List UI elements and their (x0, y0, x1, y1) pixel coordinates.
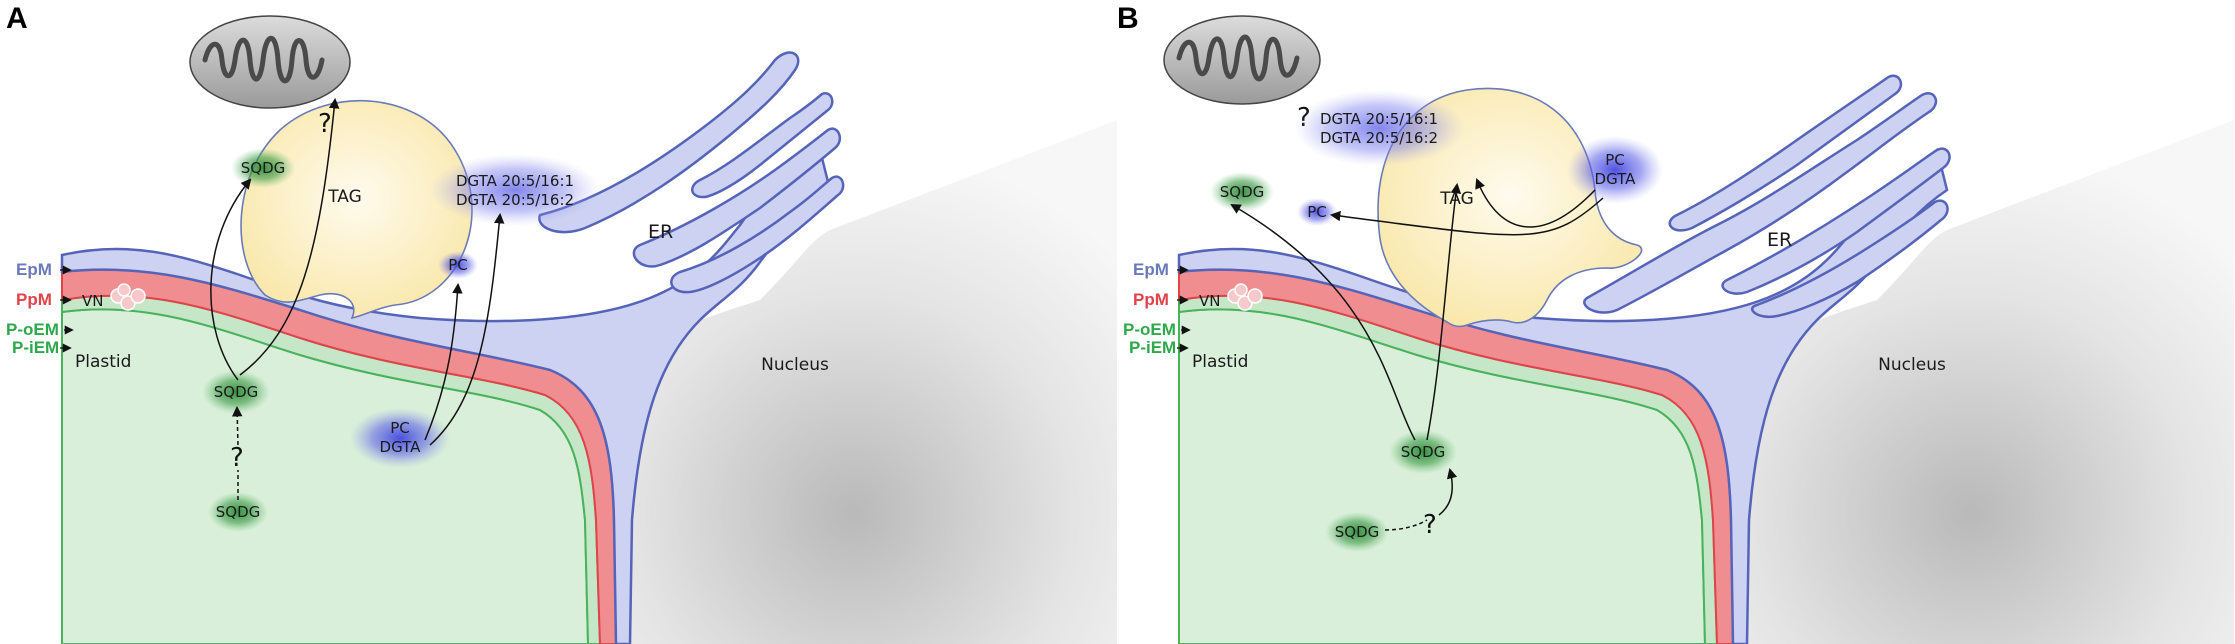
sqdg-glow (1325, 512, 1389, 552)
pc-glow (1297, 198, 1337, 226)
er-label: ER (648, 221, 673, 243)
sqdg-label-mid: SQDG (214, 383, 259, 401)
vn-label: VN (82, 292, 103, 310)
nucleus-label: Nucleus (761, 355, 829, 375)
pc-glow (438, 251, 478, 279)
ppm-label: PpM (1133, 290, 1169, 309)
pc-label: PC (1605, 151, 1625, 169)
arrow (1230, 203, 1416, 441)
piem-label: P-iEM (1129, 338, 1176, 357)
panel-b: B ER TAG ? SQDG SQDG S (1117, 2, 2234, 644)
arrow (424, 282, 463, 441)
dgta-species-2: DGTA 20:5/16:2 (456, 191, 574, 209)
tag-label: TAG (1439, 189, 1474, 209)
nucleus (1707, 120, 2234, 644)
arrow (231, 405, 243, 446)
sqdg-glow (1389, 430, 1457, 474)
dgta-species-1: DGTA 20:5/16:1 (1320, 110, 1438, 128)
piem-label: P-iEM (12, 338, 59, 357)
dgta-species-glow (1294, 90, 1464, 166)
ppm-label: PpM (16, 290, 52, 309)
mitochondrion (189, 15, 351, 109)
vn-label: VN (1199, 292, 1220, 310)
plastid-label: Plastid (1192, 352, 1248, 372)
arrow (1329, 197, 1604, 236)
dgta-label: DGTA (1595, 170, 1637, 188)
dgta-label: DGTA (380, 438, 422, 456)
arrow (210, 178, 252, 381)
question-mark: ? (1423, 510, 1437, 540)
pc-label: PC (1307, 203, 1327, 221)
er (1583, 74, 1951, 319)
dgta-species-1: DGTA 20:5/16:1 (456, 172, 574, 190)
arrow (1438, 467, 1458, 516)
vesicular-network (1227, 283, 1263, 311)
sqdg-label-bottom: SQDG (1335, 523, 1380, 541)
epm-label: EpM (1133, 260, 1169, 279)
sqdg-label-top: SQDG (241, 159, 286, 177)
poem-label: P-oEM (1123, 320, 1176, 339)
sqdg-label-mid: SQDG (1401, 443, 1446, 461)
arrow (239, 97, 340, 376)
tag-label: TAG (327, 187, 362, 207)
er-label: ER (1767, 229, 1792, 251)
dgta-species-glow (430, 154, 600, 226)
sqdg-glow (1210, 172, 1274, 212)
panel-letter: A (6, 2, 28, 35)
arrow (1475, 178, 1596, 228)
sqdg-glow (202, 370, 270, 414)
pc-label: PC (390, 419, 410, 437)
sqdg-glow (231, 148, 295, 188)
pc-label: PC (448, 256, 468, 274)
question-mark: ? (318, 109, 332, 139)
panel-a: A ER TAG ? (6, 2, 1117, 644)
arrow (1384, 519, 1428, 531)
plastid-label: Plastid (75, 352, 131, 372)
arrow (1426, 182, 1462, 441)
nucleus-label: Nucleus (1878, 355, 1946, 375)
dgta-species-2: DGTA 20:5/16:2 (1320, 129, 1438, 147)
pc-dgta-glow (350, 408, 450, 468)
panel-letter: B (1117, 2, 1139, 35)
nucleus (590, 120, 1117, 644)
sqdg-label-top: SQDG (1220, 183, 1265, 201)
mitochondrion (1163, 15, 1321, 105)
pc-dgta-glow (1567, 136, 1663, 204)
poem-label: P-oEM (6, 320, 59, 339)
sqdg-label-bottom: SQDG (216, 503, 261, 521)
arrow (429, 212, 505, 446)
question-mark: ? (230, 443, 244, 473)
vesicular-network (110, 283, 146, 311)
epm-label: EpM (16, 260, 52, 279)
lipid-droplet (240, 99, 473, 320)
sqdg-glow (208, 492, 268, 532)
